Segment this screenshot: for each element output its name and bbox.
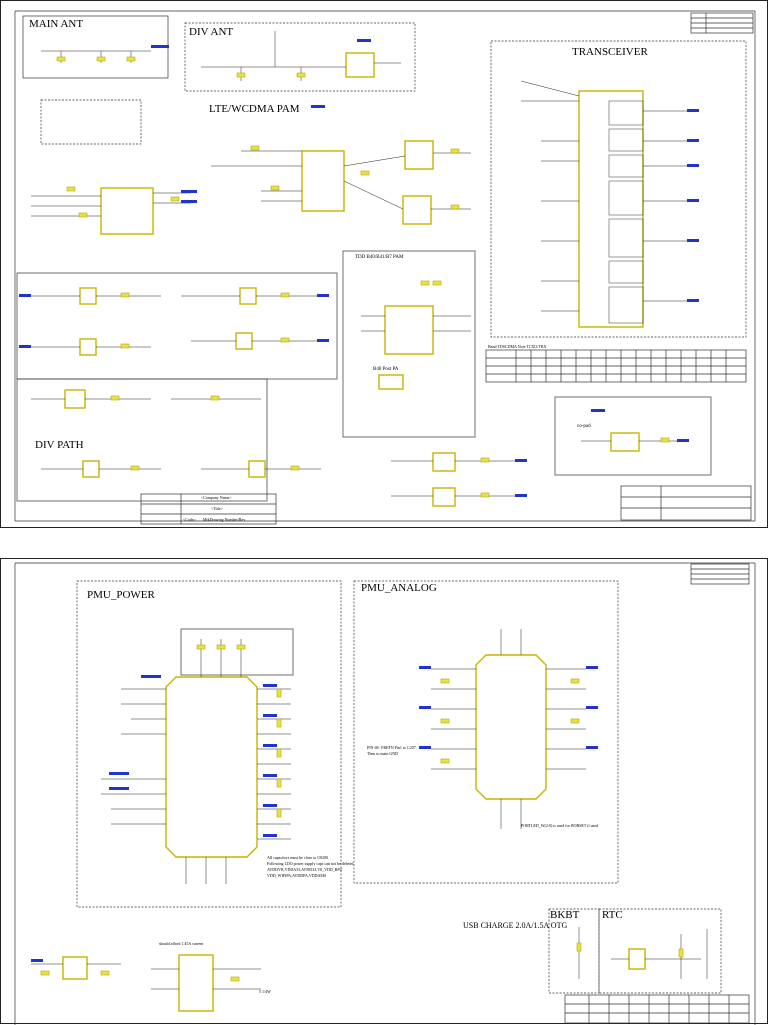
b40-post-pa-label: B40 Post PA — [373, 367, 399, 372]
schematic-sheet-pmu: PMU_POWER PMU_ANALOG BKBT RTC USB CHARGE… — [0, 558, 768, 1025]
rtc-title: RTC — [602, 909, 623, 921]
title-block-title: <Title> — [211, 506, 223, 511]
pmu-schematic-drawing — [14, 562, 756, 1025]
div-ant-title: DIV ANT — [189, 26, 234, 38]
cap-note-4: VDD_WIFIPA,AVDDPA,VDDAMS — [267, 873, 327, 878]
vrefn-note-1: PIN 68: VREFN Pin1 to C207 — [367, 745, 416, 750]
rf-schematic-drawing — [14, 10, 756, 525]
schematic-sheet-rf: MAIN ANT DIV ANT LTE/WCDMA PAM TRANSCEIV… — [0, 0, 768, 528]
div-path-title: DIV PATH — [35, 439, 84, 451]
rtc-note: PORTLED_W(2:0) is used for BOBSET if use… — [521, 823, 599, 828]
usb-charge-label: USB CHARGE 2.0A/1.5A OTG — [463, 921, 568, 930]
pmu-power-title: PMU_POWER — [87, 589, 155, 601]
title-block-drawing: MtkDrawing Number/Rev — [203, 517, 246, 522]
vrefn-note-2: Then to main GND — [367, 751, 398, 756]
pmu-analog-title: PMU_ANALOG — [361, 582, 437, 594]
title-block-code: <Code> — [183, 517, 196, 522]
transceiver-title: TRANSCEIVER — [572, 46, 648, 58]
lte-wcdma-pam-title: LTE/WCDMA PAM — [209, 103, 300, 115]
band-table-title: Band TDSCDMA Note TCXO/TRX — [488, 344, 547, 349]
main-ant-title: MAIN ANT — [29, 18, 84, 30]
cap-note-2: Following LDO power supply caps can not … — [267, 861, 354, 866]
resistor-note: 5 1/4W — [259, 989, 271, 994]
current-note: should afford 1.45A current — [159, 941, 204, 946]
bkbt-title: BKBT — [550, 909, 580, 921]
title-block-company: <Company Name> — [201, 495, 232, 500]
cap-note-3: AVDDVB,VDDA33,AVDD33,V8_VDD_RF0 — [267, 867, 342, 872]
co-pad-label: co-pad — [577, 424, 591, 429]
cap-note-1: All capacitors must be close to U8200 — [267, 855, 329, 860]
tdd-pam-title: TDD B40/B41/B7 PAM — [355, 255, 404, 260]
